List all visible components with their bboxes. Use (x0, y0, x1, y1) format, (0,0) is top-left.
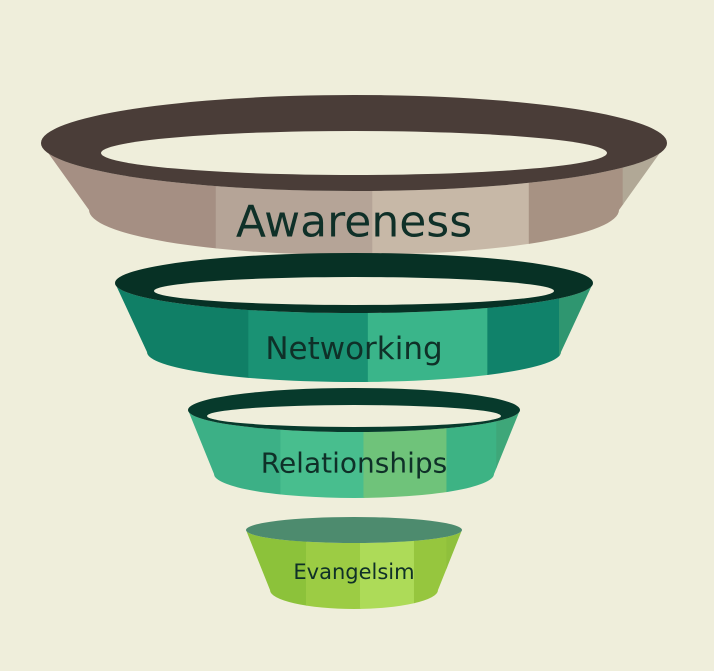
funnel-opening-relationships (207, 405, 501, 427)
funnel-band (359, 530, 415, 609)
funnel-stage-evangelsim: Evangelsim (245, 516, 462, 609)
stage-label-relationships: Relationships (261, 447, 447, 480)
funnel-band (622, 143, 667, 255)
funnel-stage-awareness: Awareness (40, 94, 668, 255)
funnel-rim-evangelsim (245, 516, 462, 544)
funnel-band (305, 530, 361, 609)
funnel-opening-networking (154, 277, 554, 305)
stage-label-awareness: Awareness (236, 197, 472, 248)
funnel-stage-networking: Networking (114, 252, 594, 382)
stage-label-networking: Networking (265, 331, 442, 367)
funnel-opening-awareness (101, 131, 607, 175)
stage-label-evangelsim: Evangelsim (293, 560, 414, 584)
funnel-stage-relationships: Relationships (187, 387, 520, 498)
